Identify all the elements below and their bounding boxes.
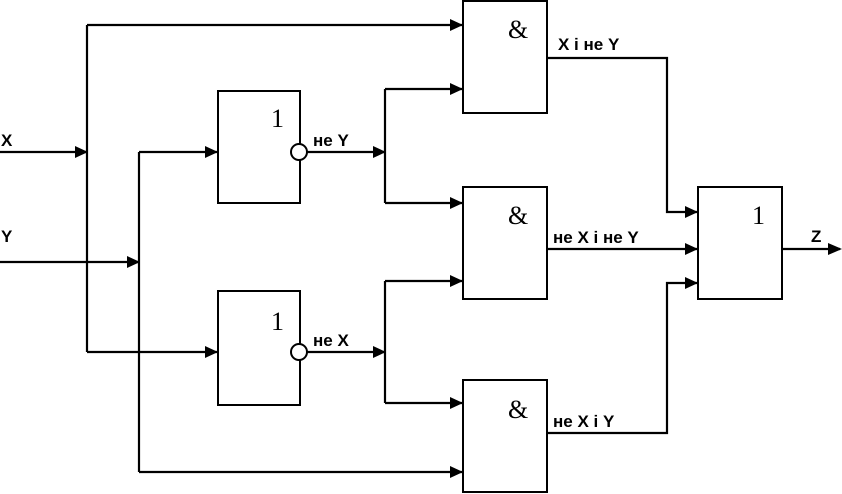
arrow-not-y-out	[373, 146, 386, 158]
gate-and-bottom-symbol: &	[508, 395, 528, 424]
arrow-y-input	[127, 256, 140, 268]
gate-or-box	[697, 186, 783, 300]
arrow-not-bottom-in	[205, 346, 218, 358]
arrow-or-in2	[685, 243, 698, 255]
output-label-z: Z	[811, 227, 821, 246]
gate-and-top: &	[462, 0, 548, 114]
arrow-and-bottom-in1	[450, 397, 463, 409]
signal-label-not-y: не Y	[313, 131, 349, 150]
input-label-y: Y	[1, 227, 13, 246]
gate-not-top-box	[217, 90, 301, 204]
inverter-bubble-top	[290, 143, 308, 161]
arrow-z-output	[828, 243, 842, 255]
gate-not-bottom-symbol: 1	[271, 307, 284, 336]
arrow-and-middle-in2	[450, 275, 463, 287]
wire-and-top-to-or	[547, 56, 697, 214]
wire-and-bottom-to-or	[547, 281, 697, 435]
input-label-x: X	[1, 131, 13, 150]
gate-or-symbol: 1	[752, 201, 765, 230]
gate-and-bottom: &	[462, 379, 548, 493]
gate-and-top-box	[462, 0, 548, 114]
signal-label-x-and-not-y: X і не Y	[558, 35, 620, 54]
inverter-bubble-bottom	[290, 343, 308, 361]
arrow-or-in3	[685, 277, 698, 289]
arrow-or-in1	[685, 206, 698, 218]
gate-not-bottom: 1	[217, 290, 308, 406]
arrow-not-x-out	[373, 346, 386, 358]
gate-and-middle-box	[462, 186, 548, 300]
gate-not-top-symbol: 1	[271, 104, 284, 133]
gate-and-middle: &	[462, 186, 548, 300]
arrow-and-top-in2	[450, 83, 463, 95]
signal-label-not-x-and-y: не X і Y	[553, 412, 615, 431]
arrow-and-middle-in1	[450, 197, 463, 209]
gate-and-top-symbol: &	[508, 15, 528, 44]
arrow-and-bottom-in2	[450, 466, 463, 478]
gate-or: 1	[697, 186, 783, 300]
gate-and-bottom-box	[462, 379, 548, 493]
arrow-not-top-in	[205, 146, 218, 158]
arrow-x-input	[75, 146, 88, 158]
gate-not-top: 1	[217, 90, 308, 204]
gate-not-bottom-box	[217, 290, 301, 406]
gate-and-middle-symbol: &	[508, 201, 528, 230]
signal-label-not-x-and-not-y: не X і не Y	[553, 228, 639, 247]
arrow-and-top-in1	[450, 19, 463, 31]
signal-label-not-x: не X	[313, 331, 349, 350]
